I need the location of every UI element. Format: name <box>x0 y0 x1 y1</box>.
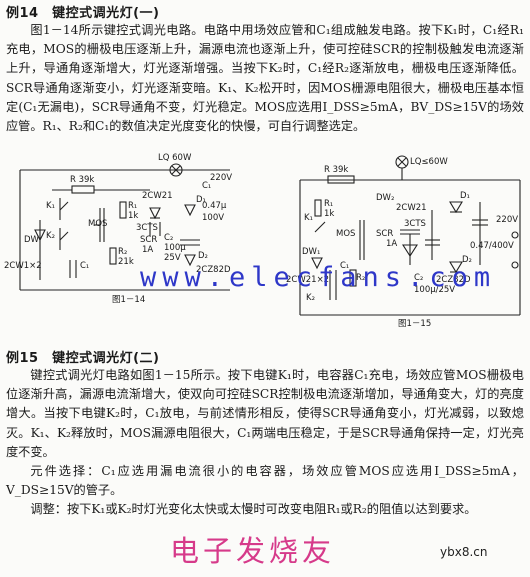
fig14-d1-label: D₁ <box>196 195 206 205</box>
fig15-k1-label: K₁ <box>304 213 313 223</box>
fig15-lamp-label: LQ≤60W <box>410 157 448 167</box>
fig14-c2-label: C₂ <box>164 233 173 243</box>
fig14-voltage-label: 220V <box>210 173 232 183</box>
watermark: www.elecfans.com <box>140 262 497 293</box>
example15-body: 键控式调光灯电路如图1－15所示。按下电键K₁时，电容器C₁充电，场效应管MOS… <box>6 366 524 520</box>
fig14-c1-label: C₁ <box>80 261 89 271</box>
fig14-scr-label: SCR <box>140 235 157 245</box>
fig15-dw1-label: DW₁ <box>302 247 320 257</box>
example14-paragraph: 图1－14所示键控式调光电路。电路中用场效应管和C₁组成触发电路。按下K₁时，C… <box>6 23 524 134</box>
fig15-r1-label: R₁ <box>324 199 333 209</box>
fig15-c2v-label: 100μ/25V <box>414 285 455 295</box>
fig14-cap100v-label: 100V <box>202 213 224 223</box>
fig14-dw-label: DW <box>24 235 40 245</box>
fig14-scr3-label: 3CTS <box>136 223 158 233</box>
fig14-r1-label: R₁ <box>128 201 137 211</box>
footer-site-link[interactable]: ybx8.cn <box>440 545 488 559</box>
fig15-scr3-label: 3CTS <box>404 219 426 229</box>
fig15-r39-label: R 39k <box>324 165 348 175</box>
fig14-mos-label: MOS <box>88 219 107 229</box>
fig15-dw2-label: DW₂ <box>376 193 394 203</box>
fig15-cap-label: 0.47/400V <box>470 241 514 251</box>
fig14-lamp-label: LQ 60W <box>158 153 192 163</box>
fig14-r2-label: R₂ <box>118 247 127 257</box>
fig15-mos-label: MOS <box>336 229 355 239</box>
fig15-2cw21-label: 2CW21 <box>396 203 427 213</box>
example15-paragraph-intro: 键控式调光灯电路如图1－15所示。按下电键K₁时，电容器C₁充电，场效应管MOS… <box>6 368 524 459</box>
fig15-d1-label: D₁ <box>460 191 470 201</box>
fig15-scr-label: SCR <box>376 229 393 239</box>
example15-heading: 例15 键控式调光灯(二) <box>6 351 160 366</box>
fig14-caption: 图1－14 <box>112 295 145 305</box>
fig14-d2-label: D₂ <box>198 251 208 261</box>
fig14-r39-label: R 39k <box>70 175 94 185</box>
fig14-k1-label: K₁ <box>46 201 55 211</box>
fig14-cap047-label: 0.47μ <box>202 201 227 211</box>
example15-paragraph-adjust: 调整：按下K₁或K₂时灯光变化太快或太慢时可改变电阻R₁或R₂的阻值以达到要求。 <box>30 502 477 517</box>
fig15-volt-label: 220V <box>496 215 518 225</box>
fig14-r1v-label: 1k <box>128 211 138 221</box>
fig14-scr1a-label: 1A <box>142 245 153 255</box>
fig15-k2-label: K₂ <box>306 293 315 303</box>
example15-paragraph-components: 元件选择：C₁应选用漏电流很小的电容器，场效应管MOS应选用I_DSS≥5mA，… <box>6 464 524 498</box>
example14-body: 图1－14所示键控式调光电路。电路中用场效应管和C₁组成触发电路。按下K₁时，C… <box>6 21 524 136</box>
fig14-k2-label: K₂ <box>46 231 55 241</box>
fig15-dwpart-label: 2CW21×2 <box>286 275 329 285</box>
footer-brand-logo: 电子发烧友 <box>170 534 336 568</box>
fig14-c2v-label: 100μ <box>164 243 186 253</box>
fig14-cap-c1-label: C₁ <box>202 181 211 191</box>
fig15-d2cz-label: 2CZ82D <box>436 275 471 285</box>
fig14-r2v-label: 21k <box>118 257 134 267</box>
fig14-2cw-label: 2CW21 <box>142 191 173 201</box>
fig15-d2-label: D₂ <box>462 255 472 265</box>
fig15-c1-label: C₁ <box>340 261 349 271</box>
fig14-c2volt-label: 25V <box>164 253 181 263</box>
fig15-r1v-label: 1k <box>324 209 334 219</box>
fig14-d2cz-label: 2CZ82D <box>196 265 231 275</box>
fig15-r2-label: R₂ <box>356 273 365 283</box>
fig15-scr1a-label: 1A <box>386 239 397 249</box>
fig15-caption: 图1－15 <box>398 319 431 329</box>
example14-heading: 例14 键控式调光灯(一) <box>6 6 160 21</box>
fig15-c2-label: C₂ <box>414 273 423 283</box>
fig14-dwpart-label: 2CW1×2 <box>4 261 42 271</box>
circuit-diagrams: LQ 60W 220V R 39k MOS R₁ 1k K₁ K₂ R₂ 21k… <box>4 153 521 329</box>
